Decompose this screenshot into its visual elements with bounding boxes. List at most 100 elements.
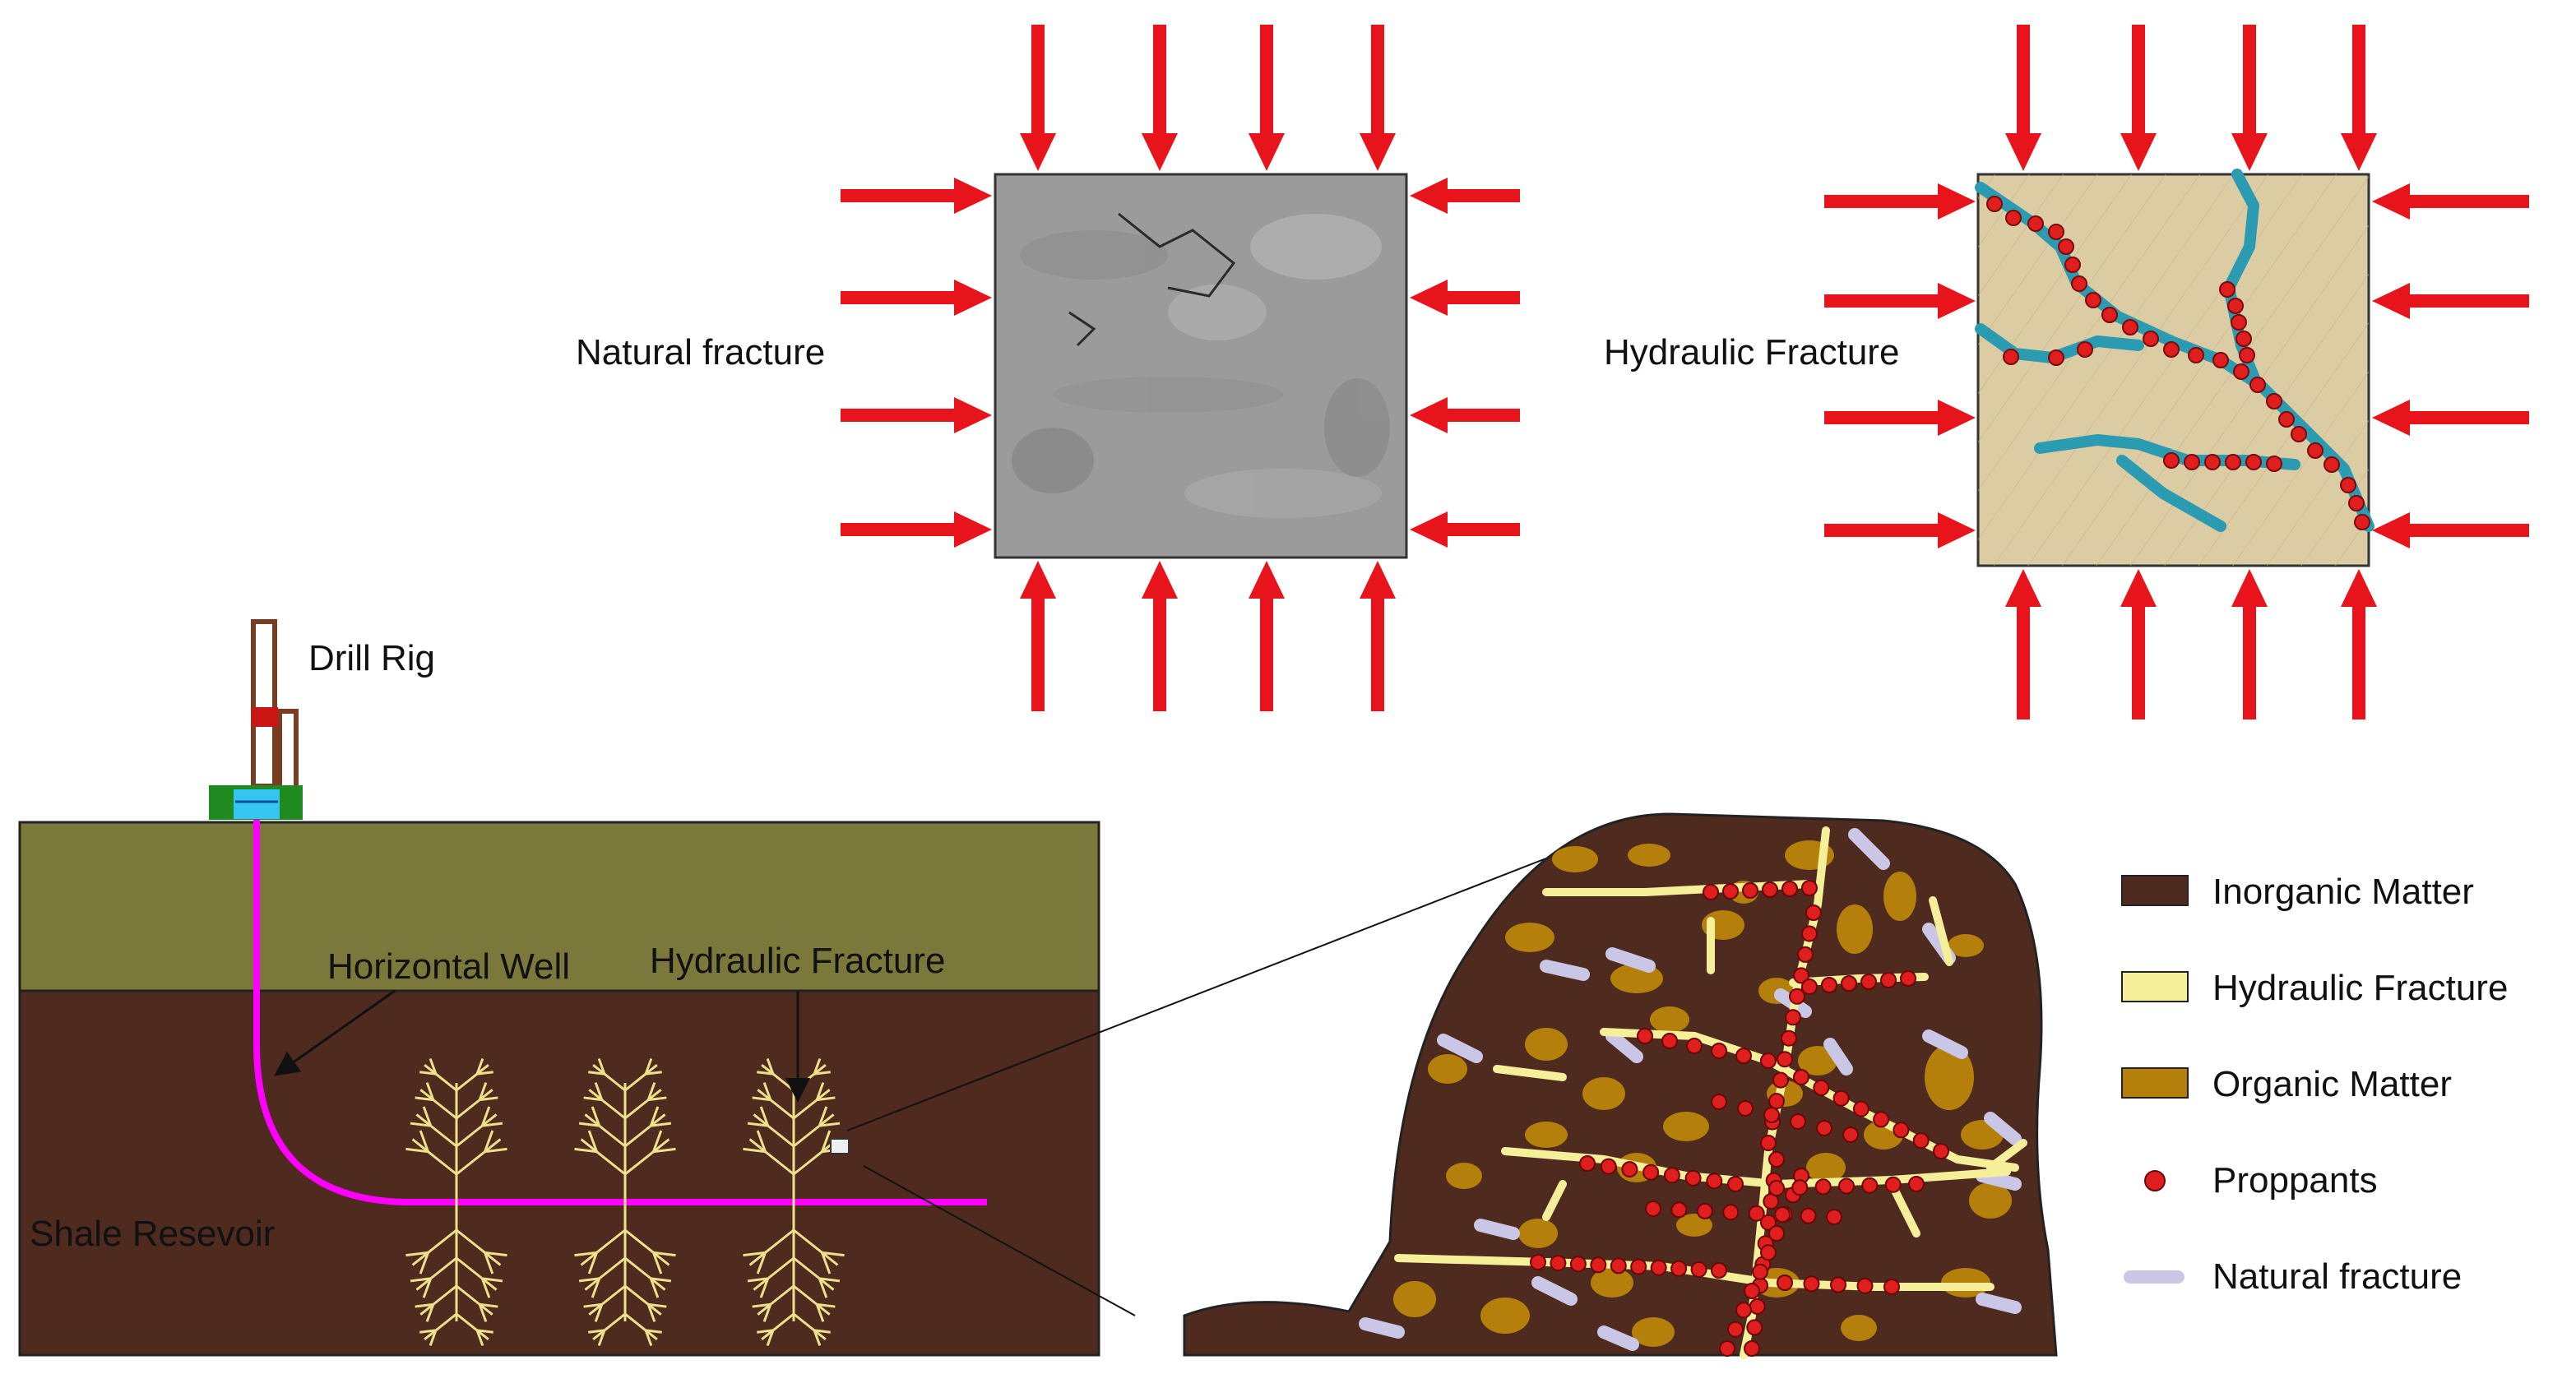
proppant-dot — [1735, 1048, 1752, 1064]
proppant-dot — [1744, 1283, 1760, 1299]
proppant-dot — [2101, 307, 2118, 323]
organic-grain — [1925, 1044, 1974, 1110]
organic-grain — [1582, 1077, 1625, 1110]
drill-rig-label: Drill Rig — [308, 638, 435, 678]
stress-arrow — [2005, 569, 2041, 719]
proppant-dot — [2323, 456, 2340, 473]
proppant-dot — [1590, 1256, 1607, 1274]
proppant-dot — [2340, 477, 2356, 493]
proppant-dot — [2143, 331, 2159, 347]
shale-reservoir-layer — [18, 989, 1100, 1357]
proppant-dot — [1735, 1302, 1752, 1319]
stress-arrow — [2120, 25, 2157, 171]
proppant-dot — [1727, 1176, 1744, 1192]
proppant-dot — [2235, 331, 2252, 347]
proppant-dot — [1893, 1122, 1910, 1139]
proppant-dot — [1861, 1177, 1879, 1194]
organic-matter-grains — [1393, 840, 2012, 1347]
proppant-dot — [1686, 1038, 1703, 1054]
proppant-dot — [1785, 1009, 1801, 1026]
organic-grain — [1948, 934, 1984, 957]
proppant-dot — [1746, 1319, 1763, 1336]
natural-fracture-sample — [994, 173, 1408, 559]
proppant-dot — [1642, 1164, 1660, 1181]
proppant-dot — [2122, 319, 2138, 335]
proppant-dot — [1880, 972, 1897, 988]
proppant-dot — [2077, 341, 2093, 358]
legend-swatch — [2121, 971, 2189, 1002]
proppant-dot — [1912, 1132, 1930, 1150]
proppant-dot — [1737, 1100, 1754, 1117]
legend-item: Natural fracture — [2124, 1256, 2462, 1297]
proppant-dot — [1722, 1204, 1740, 1221]
stress-arrow — [1360, 561, 1396, 711]
proppant-dot — [2348, 495, 2365, 511]
stress-arrow — [2341, 25, 2377, 171]
organic-grain — [1446, 1163, 1482, 1189]
proppant-dot — [2278, 411, 2295, 428]
natural-fracture-dash — [1359, 1317, 1405, 1339]
proppant-dot — [2266, 456, 2282, 472]
proppant-dot — [1742, 882, 1758, 899]
organic-grain — [1628, 844, 1670, 867]
proppant-dot — [1797, 946, 1814, 963]
proppant-dot — [1696, 1202, 1713, 1219]
stress-arrow — [2372, 512, 2529, 548]
stress-arrow — [2341, 569, 2377, 719]
proppant-dot — [1637, 1028, 1653, 1044]
proppant-dot — [1610, 1257, 1627, 1275]
hydraulic-fracture-branch — [1493, 1065, 1567, 1081]
stress-arrow — [1410, 280, 1520, 316]
natural-fracture-dash — [1531, 1276, 1578, 1306]
proppant-dot — [1670, 1260, 1688, 1277]
proppant-dot — [1793, 1069, 1809, 1085]
proppant-dot — [1722, 883, 1739, 900]
legend-swatch — [2121, 875, 2189, 906]
proppant-dot — [1530, 1254, 1546, 1270]
organic-grain — [1591, 1268, 1633, 1298]
organic-grain — [1525, 1122, 1568, 1148]
proppant-dot — [2048, 224, 2064, 240]
reservoir-cross-section: Drill Rig Horizontal Well Hydraulic Frac… — [18, 619, 1100, 1357]
proppant-dot — [1703, 884, 1719, 900]
gray-core-texture — [1012, 214, 1390, 518]
proppant-dot — [2307, 442, 2323, 459]
proppant-dot — [1856, 1277, 1874, 1294]
hydraulic-fracture-branch — [1542, 1180, 1567, 1221]
proppant-dot — [1816, 1120, 1832, 1136]
organic-grain — [1663, 1112, 1709, 1141]
proppant-dot — [1884, 1176, 1902, 1193]
proppant-dot — [1706, 1173, 1723, 1190]
natural-fracture-dash — [1984, 1112, 2022, 1145]
stress-arrow — [841, 178, 992, 214]
fracture-trees — [405, 1057, 845, 1347]
proppant-dots-core — [1986, 196, 2370, 530]
proppant-dot — [2354, 514, 2370, 530]
zoom-source-marker — [830, 1138, 850, 1154]
proppant-dot — [2239, 347, 2255, 363]
legend-label: Natural fracture — [2212, 1256, 2462, 1297]
proppant-dot — [1832, 1089, 1850, 1107]
natural-fracture-dash — [1540, 960, 1590, 981]
stress-arrow — [1249, 25, 1285, 171]
proppant-dot — [1900, 970, 1916, 987]
organic-grain — [1480, 1298, 1530, 1334]
proppant-dot — [1793, 967, 1809, 984]
proppant-dot — [1752, 1263, 1768, 1280]
proppant-dot — [1826, 1209, 1842, 1225]
natural-fracture-dash — [1597, 1325, 1639, 1351]
proppant-dot — [2266, 393, 2282, 409]
stress-arrow — [1410, 511, 1520, 548]
proppant-dot — [1661, 1033, 1678, 1049]
proppant-dot — [1763, 1107, 1780, 1123]
proppant-dot — [1711, 1094, 1727, 1110]
organic-grain — [1632, 1317, 1675, 1347]
proppant-dot — [1744, 1340, 1760, 1357]
organic-grain — [1428, 1054, 1467, 1084]
natural-fracture-dash — [1605, 1029, 1643, 1063]
stress-arrow — [1410, 397, 1520, 433]
stress-arrow — [1020, 25, 1056, 171]
natural-fracture-dash — [1922, 1029, 1968, 1059]
